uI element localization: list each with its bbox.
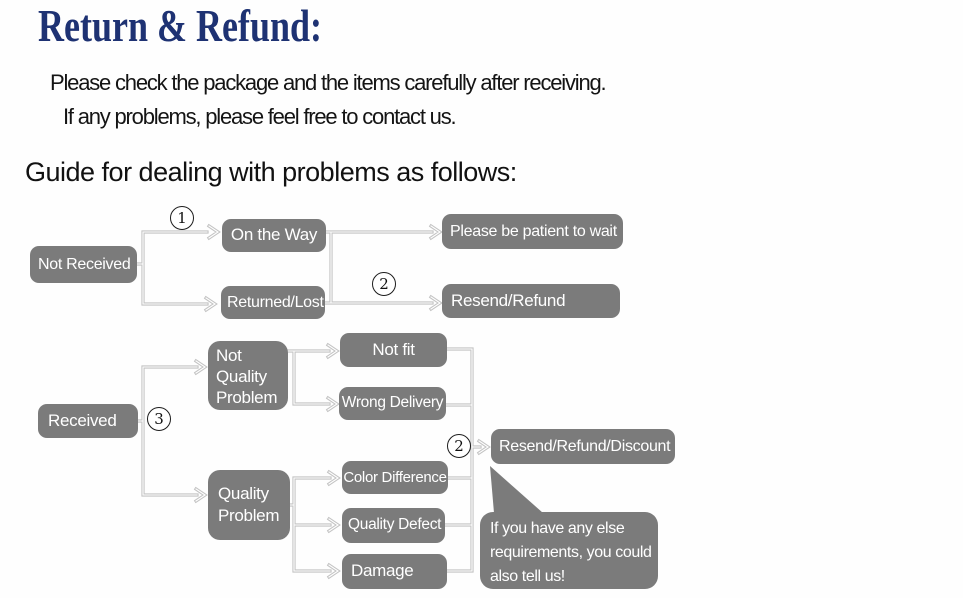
node-not-quality-problem: Not Quality Problem xyxy=(208,341,288,410)
node-resend-refund-discount: Resend/Refund/Discount xyxy=(491,429,675,464)
intro-line-1: Please check the package and the items c… xyxy=(50,70,607,95)
guide-heading: Guide for dealing with problems as follo… xyxy=(25,157,517,187)
page-title: Return & Refund: xyxy=(38,1,322,51)
callout-line-1: If you have any else xyxy=(490,520,625,537)
callout-line-2: requirements, you could xyxy=(490,544,652,561)
node-on-the-way: On the Way xyxy=(222,219,326,252)
step-badge-2-top: 2 xyxy=(372,272,396,296)
callout-tail xyxy=(490,466,543,513)
step-badge-3: 3 xyxy=(147,407,171,431)
node-not-received: Not Received xyxy=(30,246,137,283)
node-color-difference: Color Difference xyxy=(342,461,448,494)
callout-bubble: If you have any else requirements, you c… xyxy=(480,512,658,589)
callout-line-3: also tell us! xyxy=(490,568,565,585)
node-not-fit: Not fit xyxy=(340,333,447,367)
intro-line-2: If any problems, please feel free to con… xyxy=(63,104,457,129)
node-received: Received xyxy=(38,404,138,438)
node-quality-defect: Quality Defect xyxy=(342,508,445,543)
node-please-wait: Please be patient to wait xyxy=(442,214,623,249)
node-damage: Damage xyxy=(342,554,447,589)
step-badge-2-bottom: 2 xyxy=(447,434,471,458)
step-badge-1: 1 xyxy=(170,206,194,230)
node-wrong-delivery: Wrong Delivery xyxy=(339,387,446,420)
node-returned-lost: Returned/Lost xyxy=(221,286,325,319)
node-quality-problem: Quality Problem xyxy=(208,470,290,540)
node-resend-refund: Resend/Refund xyxy=(442,284,620,318)
